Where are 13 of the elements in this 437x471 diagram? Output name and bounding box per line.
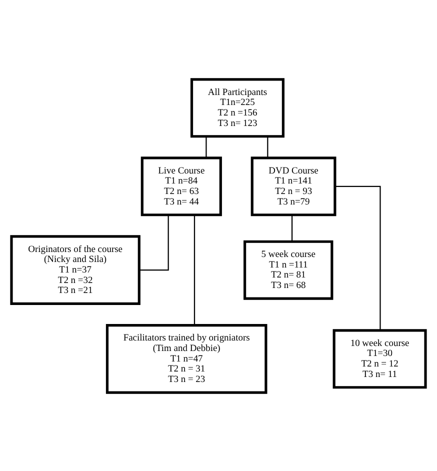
connector [267, 136, 268, 158]
connector [206, 136, 207, 158]
node-box: All Participants T1n=225 T2 n =156 T3 n= 123 [190, 78, 284, 138]
node-box: Originators of the course (Nicky and Sila) T1 n=37 T2 n =32 T3 n =21 [10, 234, 140, 304]
node-box: DVD Course T1 n=141 T2 n = 93 T3 n=79 [250, 156, 336, 216]
node-box: 5 week course T1 n =111 T2 n= 81 T3 n= 68 [244, 240, 334, 300]
node-box: 10 week course T1=30 T2 n = 12 T3 n= 11 [332, 328, 427, 388]
node-box: Facilitators trained by origniators (Tim and Debbie) T1 n=47 T2 n = 31 T3 n = 23 [106, 323, 268, 394]
connector [291, 214, 293, 241]
node-box: Live Course T1 n=84 T2 n= 63 T3 n= 44 [140, 156, 222, 216]
connector [335, 185, 381, 330]
connector [194, 214, 196, 325]
connector [139, 214, 169, 270]
